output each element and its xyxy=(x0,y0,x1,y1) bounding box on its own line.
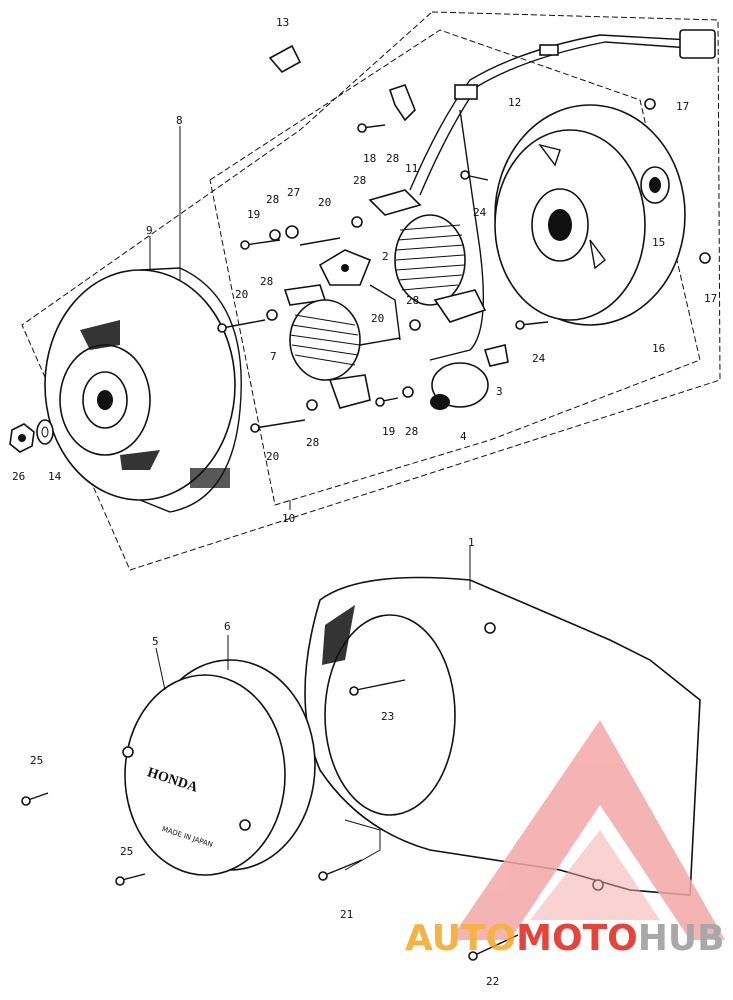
label-26: 26 xyxy=(12,470,25,483)
exciter-coil xyxy=(283,284,371,409)
label-21: 21 xyxy=(340,908,353,921)
label-13: 13 xyxy=(276,16,289,29)
label-24-top: 24 xyxy=(473,206,487,219)
label-17-right: 17 xyxy=(704,292,717,305)
condenser xyxy=(430,362,489,410)
label-14: 14 xyxy=(48,470,62,483)
label-25-right: 25 xyxy=(120,845,133,858)
crankcase-cover xyxy=(304,576,701,896)
grommet-17-top xyxy=(644,98,656,110)
bolts-lower xyxy=(21,679,519,961)
bracket-18 xyxy=(388,84,416,122)
label-19-bottom: 19 xyxy=(382,425,395,438)
watermark-hub: HUB xyxy=(638,918,725,959)
label-12: 12 xyxy=(508,96,521,109)
nut-26 xyxy=(9,423,35,453)
label-20-b: 20 xyxy=(235,288,248,301)
label-10: 10 xyxy=(282,512,295,525)
label-15: 15 xyxy=(652,236,665,249)
label-28-b: 28 xyxy=(353,174,366,187)
label-11: 11 xyxy=(405,162,418,175)
label-24-bottom: 24 xyxy=(532,352,546,365)
label-28-e: 28 xyxy=(406,294,419,307)
label-7: 7 xyxy=(270,350,277,363)
clip-3 xyxy=(483,344,509,367)
label-22: 22 xyxy=(486,975,499,988)
watermark-logo: AUTOMOTOHUB xyxy=(405,720,725,959)
label-25-left: 25 xyxy=(30,754,43,767)
label-23: 23 xyxy=(381,710,394,723)
wiring-harness xyxy=(409,29,716,361)
watermark-moto: MOTO xyxy=(516,918,638,959)
label-4: 4 xyxy=(460,430,467,443)
svg-text:AUTOMOTOHUB: AUTOMOTOHUB xyxy=(405,918,725,959)
generator-cover-5: HONDA MADE IN JAPAN xyxy=(122,674,286,876)
label-2: 2 xyxy=(382,250,389,263)
label-20-a: 20 xyxy=(318,196,331,209)
grommet-17-right xyxy=(699,252,711,264)
label-5: 5 xyxy=(152,635,159,648)
label-20-c: 20 xyxy=(371,312,384,325)
flywheel-rotor xyxy=(44,267,242,513)
group-8-boundary xyxy=(21,11,721,571)
lighting-coil xyxy=(368,189,487,323)
leader-lines xyxy=(149,126,471,691)
label-1: 1 xyxy=(468,536,475,549)
washers-28 xyxy=(266,216,421,411)
label-3: 3 xyxy=(496,385,503,398)
label-19-top: 19 xyxy=(247,208,260,221)
label-8: 8 xyxy=(176,114,183,127)
label-17-top: 17 xyxy=(676,100,689,113)
screws xyxy=(217,123,549,433)
group-10-boundary xyxy=(209,29,701,506)
label-6: 6 xyxy=(224,620,231,633)
label-28-g: 28 xyxy=(405,425,418,438)
label-28-a: 28 xyxy=(266,193,279,206)
label-16: 16 xyxy=(652,342,665,355)
label-18: 18 xyxy=(363,152,376,165)
stator-base-plate xyxy=(494,104,686,326)
washer-14 xyxy=(36,419,54,445)
contact-breaker xyxy=(318,249,401,341)
label-9: 9 xyxy=(146,224,153,237)
watermark-auto: AUTO xyxy=(405,918,516,959)
label-28-c: 28 xyxy=(386,152,399,165)
label-28-f: 28 xyxy=(306,436,319,449)
label-27: 27 xyxy=(287,186,300,199)
label-20-d: 20 xyxy=(266,450,279,463)
lead-21-23 xyxy=(344,819,381,871)
label-28-d: 28 xyxy=(260,275,273,288)
cap-13 xyxy=(268,44,302,74)
